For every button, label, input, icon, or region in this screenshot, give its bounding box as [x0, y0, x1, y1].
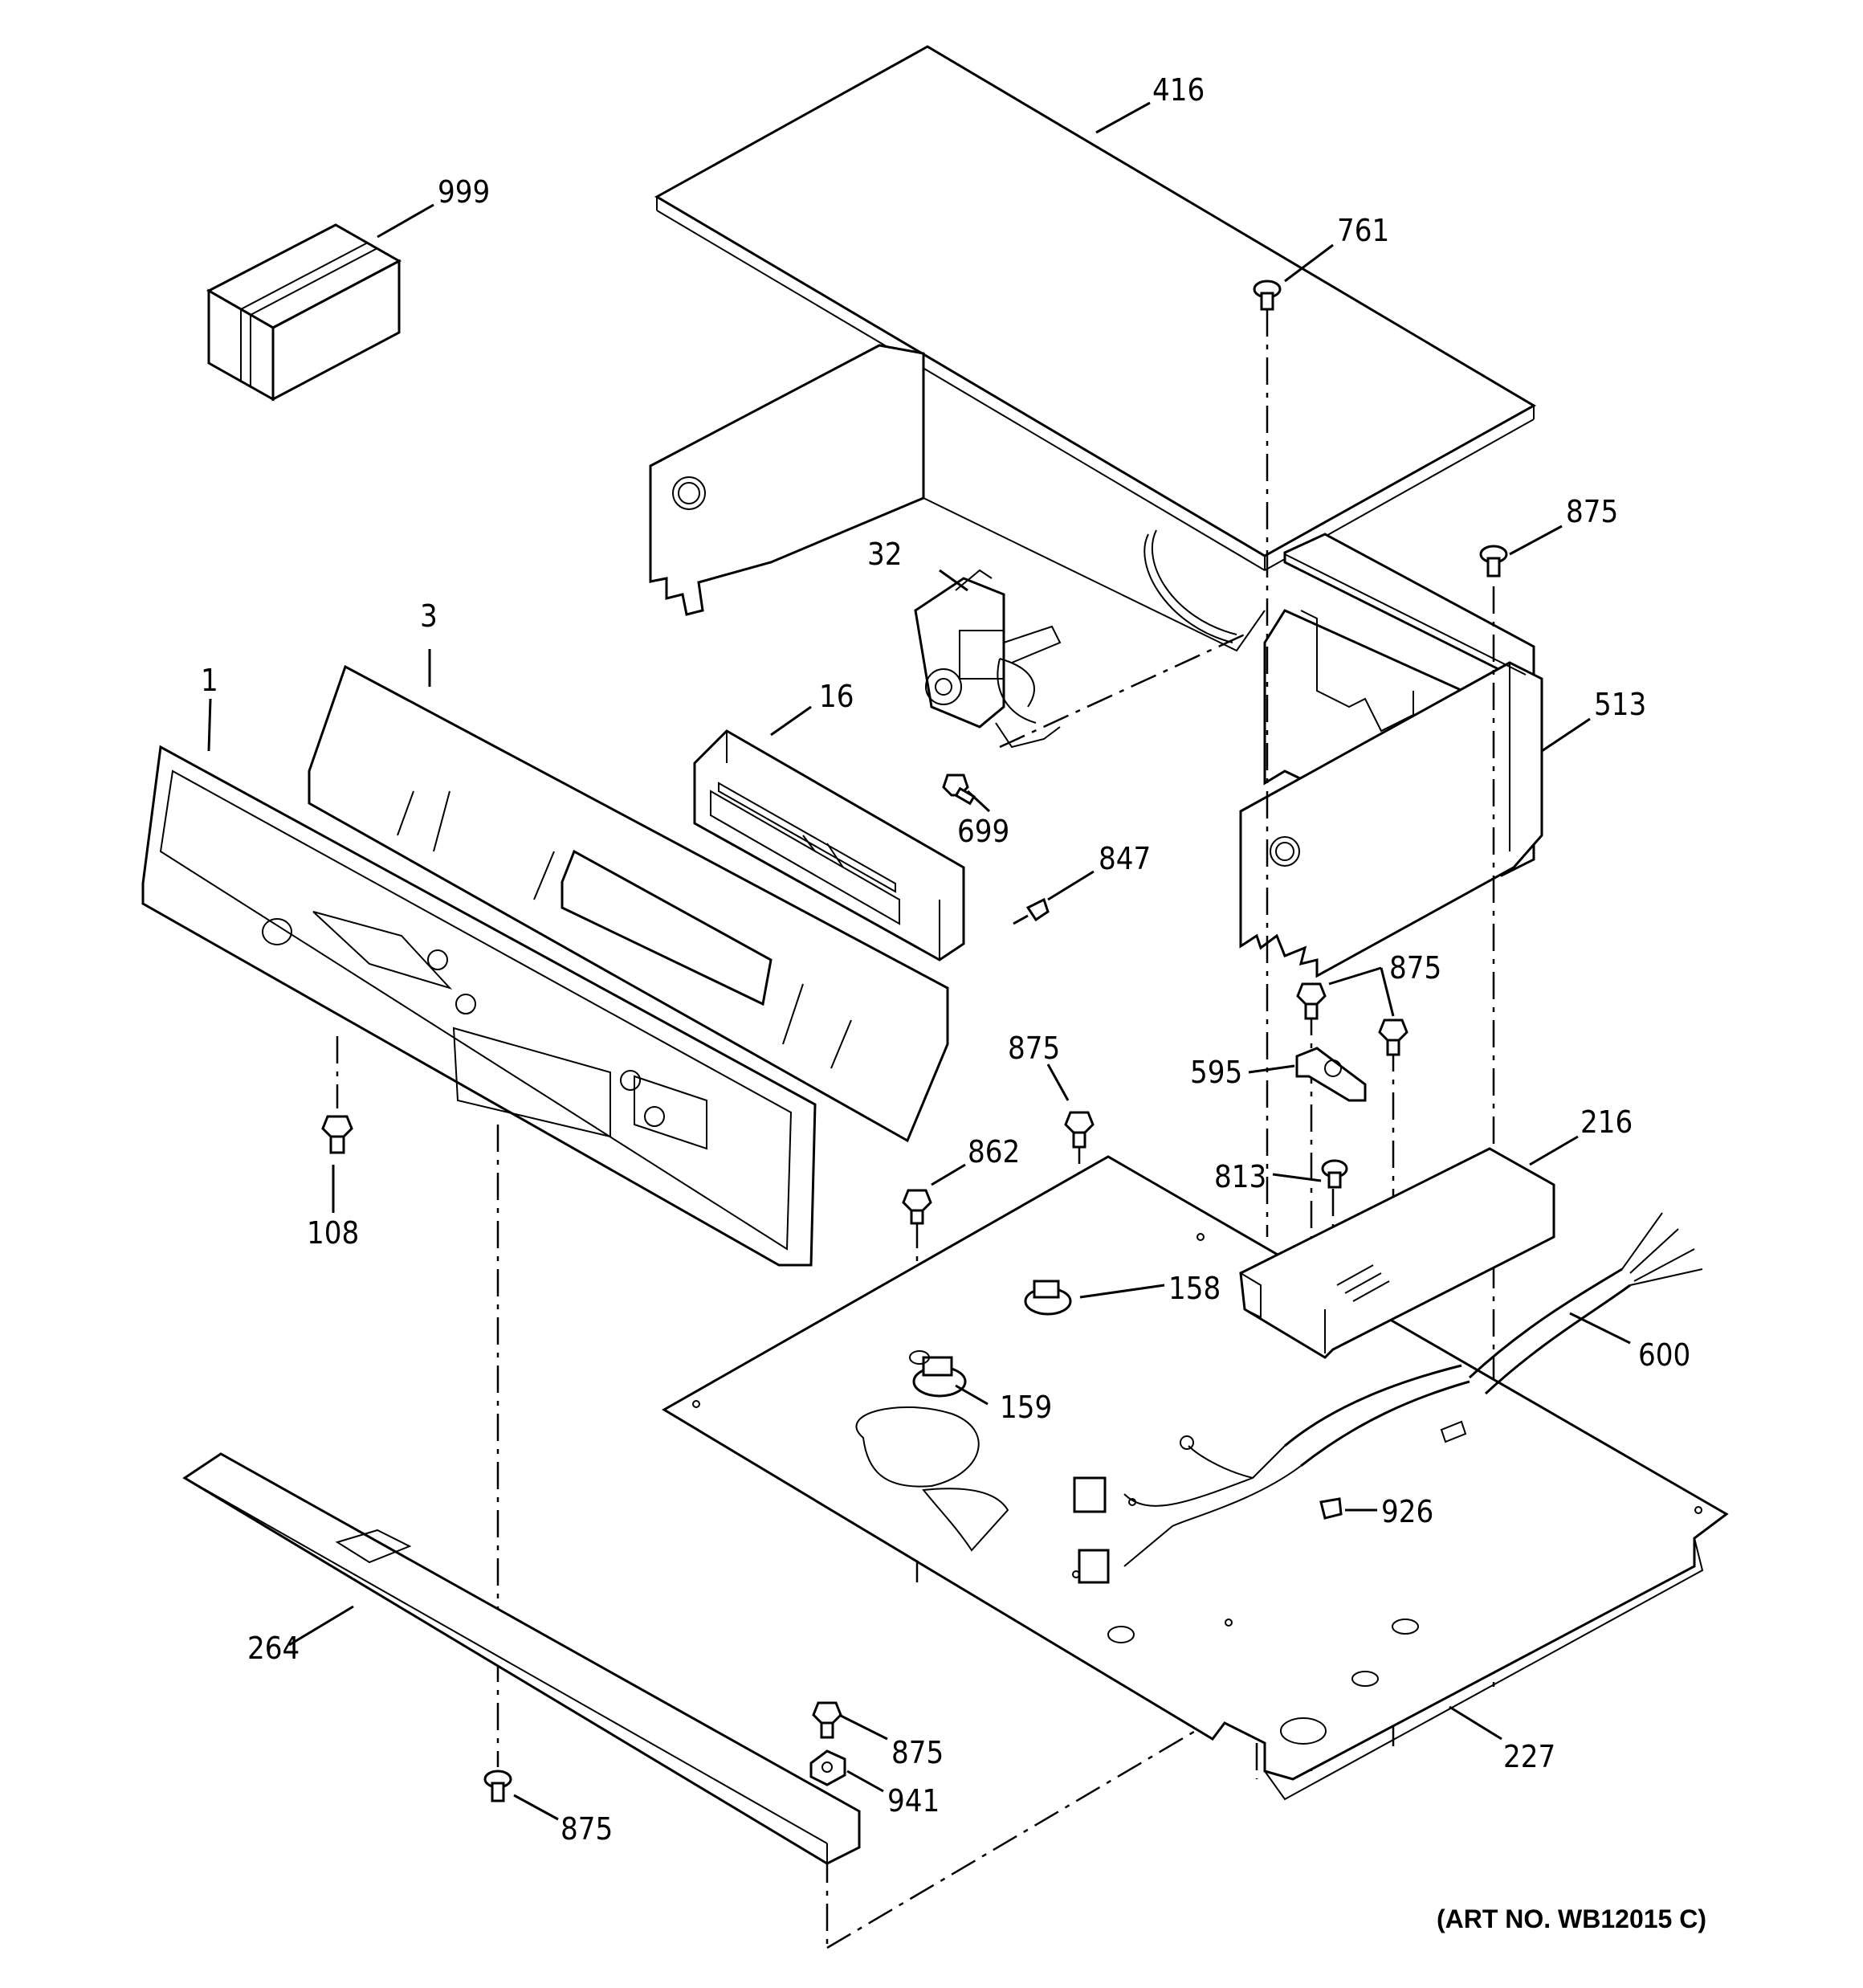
screw-875-bracket-left [1296, 982, 1327, 1020]
part-600-heater-element [1123, 1212, 1703, 1567]
callout-3: 3 [420, 598, 438, 634]
washer-941 [809, 1749, 846, 1786]
callout-926: 926 [1381, 1494, 1433, 1529]
part-32-motor [914, 569, 1062, 749]
part-3-control-panel-back [308, 664, 949, 1143]
callout-513: 513 [1594, 687, 1646, 722]
part-1-control-panel-face [141, 745, 817, 1267]
part-513-side-shield [1239, 553, 1543, 978]
screw-875-bracket-right [1378, 1018, 1408, 1056]
callout-1: 1 [201, 663, 218, 698]
callout-761: 761 [1337, 213, 1389, 248]
callout-699: 699 [957, 814, 1009, 849]
callout-159: 159 [1000, 1390, 1052, 1425]
callout-875-mid: 875 [1008, 1031, 1060, 1066]
screw-875-bottom-right [812, 1701, 842, 1739]
screw-875-mid [1064, 1111, 1095, 1149]
part-connectors [1073, 1476, 1110, 1584]
callout-813: 813 [1214, 1159, 1266, 1194]
callout-264: 264 [247, 1631, 300, 1666]
callout-227: 227 [1503, 1739, 1555, 1774]
callout-108: 108 [307, 1215, 359, 1251]
motor-axis-line [999, 633, 1245, 749]
callout-875-bracket: 875 [1389, 950, 1441, 986]
screw-108 [321, 1115, 353, 1154]
part-16-control-board [693, 729, 965, 961]
callout-862: 862 [968, 1134, 1020, 1170]
part-595-bracket [1295, 1047, 1367, 1102]
part-159-thermostat [909, 1350, 967, 1398]
callout-999: 999 [438, 174, 490, 210]
callout-941: 941 [887, 1783, 940, 1819]
axis-bottom-diag [826, 1693, 1258, 1949]
part-264-trim-strip [182, 1452, 861, 1865]
callout-158: 158 [1168, 1271, 1221, 1306]
callout-595: 595 [1190, 1055, 1242, 1090]
callout-875-bottom-left: 875 [561, 1811, 613, 1847]
screw-813 [1321, 1159, 1348, 1189]
part-416-top-panel [654, 45, 1537, 571]
screw-761 [1253, 280, 1282, 311]
part-158-thermostat [1024, 1280, 1072, 1316]
part-227-base-plate [662, 1155, 1729, 1801]
part-926-clip [1319, 1497, 1343, 1520]
leader-lines [207, 101, 1631, 1821]
screw-875-top [1479, 545, 1508, 578]
part-216-cover [1239, 1147, 1555, 1359]
part-699-screw [942, 774, 976, 806]
callout-32: 32 [867, 537, 903, 572]
part-847-screw [1013, 897, 1050, 925]
callout-600: 600 [1638, 1337, 1690, 1373]
callout-875-top: 875 [1566, 494, 1618, 529]
callout-847: 847 [1099, 841, 1151, 876]
screw-875-bottom-left [483, 1770, 512, 1802]
callout-875-bottom-right: 875 [891, 1735, 944, 1770]
art-number: (ART NO. WB12015 C) [1437, 1904, 1706, 1933]
callout-216: 216 [1580, 1104, 1633, 1140]
screw-862 [902, 1189, 932, 1225]
callout-416: 416 [1152, 72, 1205, 108]
callout-16: 16 [819, 679, 854, 714]
part-999-box [206, 223, 402, 402]
